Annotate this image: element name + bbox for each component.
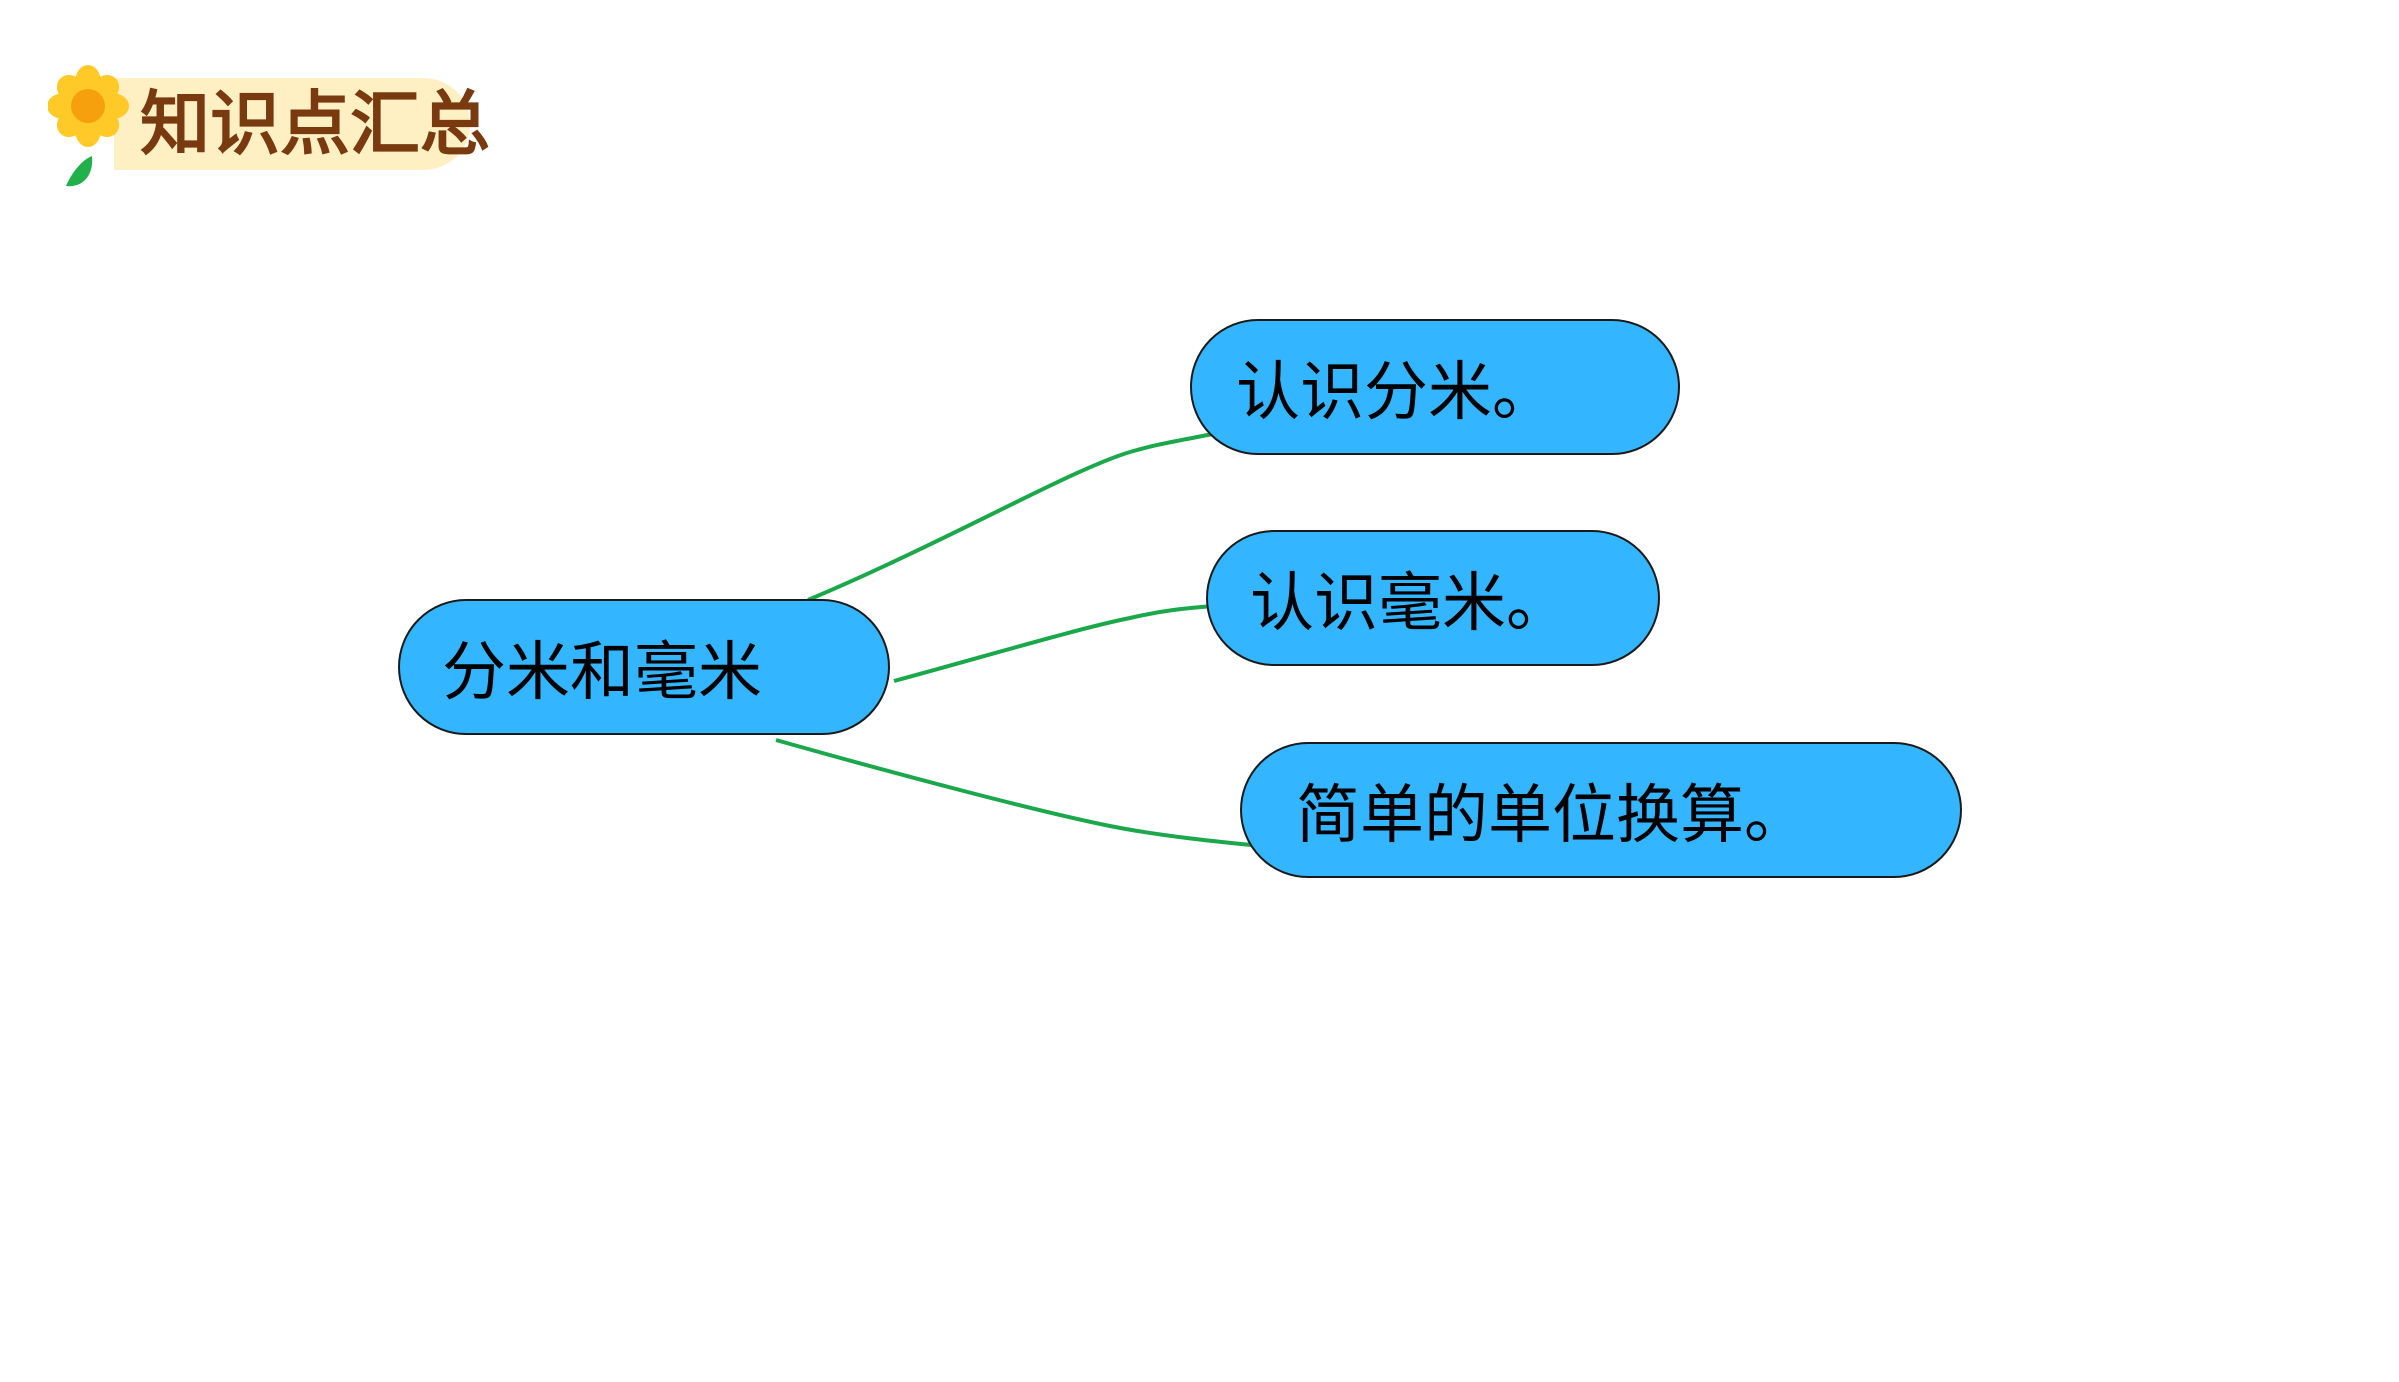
sunflower-icon xyxy=(48,65,129,187)
diagram-child-node: 认识分米。 xyxy=(1190,319,1680,455)
page-title: 知识点汇总 xyxy=(140,83,490,165)
diagram-child-node: 简单的单位换算。 xyxy=(1240,742,1962,878)
connector-root-to-a xyxy=(807,430,1223,602)
diagram-child-node: 认识毫米。 xyxy=(1206,530,1660,666)
section-header: 知识点汇总 xyxy=(48,64,490,187)
child-node-label: 简单的单位换算。 xyxy=(1296,779,1808,853)
child-node-label: 认识分米。 xyxy=(1236,356,1556,430)
connector-root-to-c xyxy=(775,738,1263,848)
root-node-label: 分米和毫米 xyxy=(442,636,762,710)
header-highlight xyxy=(114,78,470,170)
diagram-root-node: 分米和毫米 xyxy=(398,599,890,735)
child-node-label: 认识毫米。 xyxy=(1250,567,1570,641)
connector-root-to-b xyxy=(893,604,1215,683)
